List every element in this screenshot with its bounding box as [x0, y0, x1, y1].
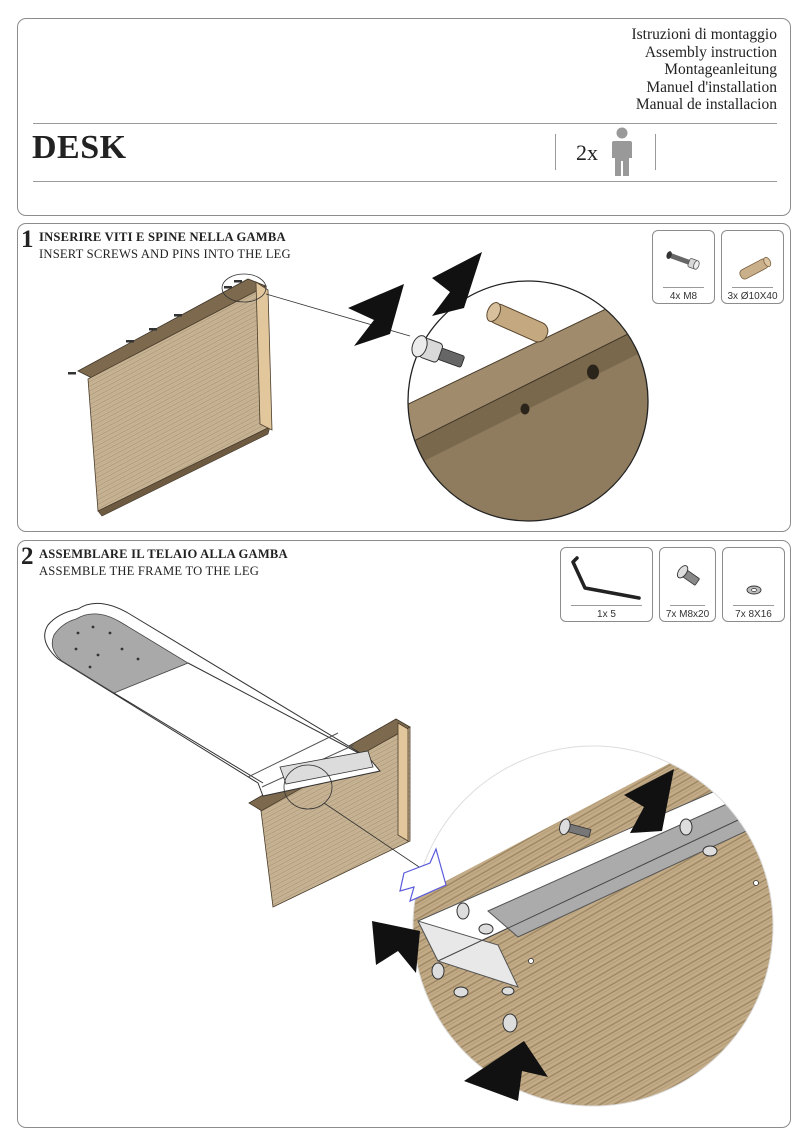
step-title: INSERIRE VITI E SPINE NELLA GAMBA [39, 230, 286, 244]
title-it: Istruzioni di montaggio [631, 26, 777, 43]
title-en: Assembly instruction [644, 43, 777, 61]
title-de: Montageanleitung [664, 61, 777, 79]
cam-screw [411, 335, 465, 368]
part-divider [663, 287, 704, 288]
zoom-circle [407, 280, 649, 522]
title-es: Manual de installacion [635, 96, 777, 114]
allen-key-icon [571, 556, 641, 600]
part-cam-screw: 4x M8 [652, 230, 715, 304]
title-fr: Manuel d'installation [646, 78, 777, 96]
step-subtitle: INSERT SCREWS AND PINS INTO THE LEG [39, 247, 291, 261]
person-icon [612, 127, 632, 176]
step-1-panel: 1 INSERIRE VITI E SPINE NELLA GAMBA INSE… [17, 223, 791, 532]
part-label: 4x M8 [669, 291, 698, 302]
arrow-outline-icon [399, 847, 447, 903]
header-panel: Istruzioni di montaggio Assembly instruc… [17, 18, 791, 216]
leg-side-edge [255, 281, 273, 431]
zoom-detail [413, 746, 773, 1106]
step-number: 1 [21, 226, 34, 253]
part-allen-key: 1x 5 [560, 547, 653, 622]
dowel-pin-icon [739, 256, 772, 280]
part-label: 1x 5 [597, 609, 616, 620]
arrow-screw-icon [348, 284, 404, 346]
arrow-pin-icon [432, 252, 482, 316]
part-label: 3x Ø10X40 [727, 291, 778, 302]
leg-screws [68, 280, 242, 375]
leg-side-edge [397, 722, 409, 842]
part-label: 7x 8X16 [735, 609, 772, 620]
separator-left [555, 134, 556, 170]
arrow-top-icon [624, 769, 674, 833]
instruction-titles: Istruzioni di montaggio Assembly instruc… [631, 26, 777, 114]
product-title: DESK [32, 129, 127, 166]
arrow-bottom-icon [464, 1041, 548, 1101]
arrow-left-icon [372, 921, 420, 973]
part-washer: 7x 8X16 [722, 547, 785, 622]
zoom-detail [408, 281, 648, 521]
cam-screw-icon [666, 251, 700, 270]
detail-marker [283, 764, 333, 810]
part-divider [670, 605, 705, 606]
part-divider [733, 605, 774, 606]
part-bolt: 7x M8x20 [659, 547, 716, 622]
detail-leader-line [323, 802, 429, 874]
detail-marker [221, 273, 267, 303]
part-label: 7x M8x20 [665, 609, 710, 620]
header-divider-bottom [33, 181, 777, 182]
people-count: 2x [576, 140, 598, 165]
step-2-panel: 2 ASSEMBLARE IL TELAIO ALLA GAMBA ASSEMB… [17, 540, 791, 1128]
step-1-illustration [68, 252, 649, 522]
step-number: 2 [21, 543, 34, 570]
header-divider-top [33, 123, 777, 124]
zoom-circle [412, 745, 774, 1107]
part-divider [571, 605, 642, 606]
step-2-illustration [44, 602, 774, 1107]
part-dowel-pin: 3x Ø10X40 [721, 230, 784, 304]
frame-rounded-plate [51, 613, 189, 694]
leg-bottom-edge [97, 426, 271, 517]
bolt-icon [676, 565, 700, 586]
part-divider [732, 287, 773, 288]
separator-right [655, 134, 656, 170]
step-title: ASSEMBLARE IL TELAIO ALLA GAMBA [39, 547, 288, 561]
dowel-pin [486, 302, 549, 343]
washer-icon [746, 585, 762, 595]
step-subtitle: ASSEMBLE THE FRAME TO THE LEG [39, 564, 260, 578]
